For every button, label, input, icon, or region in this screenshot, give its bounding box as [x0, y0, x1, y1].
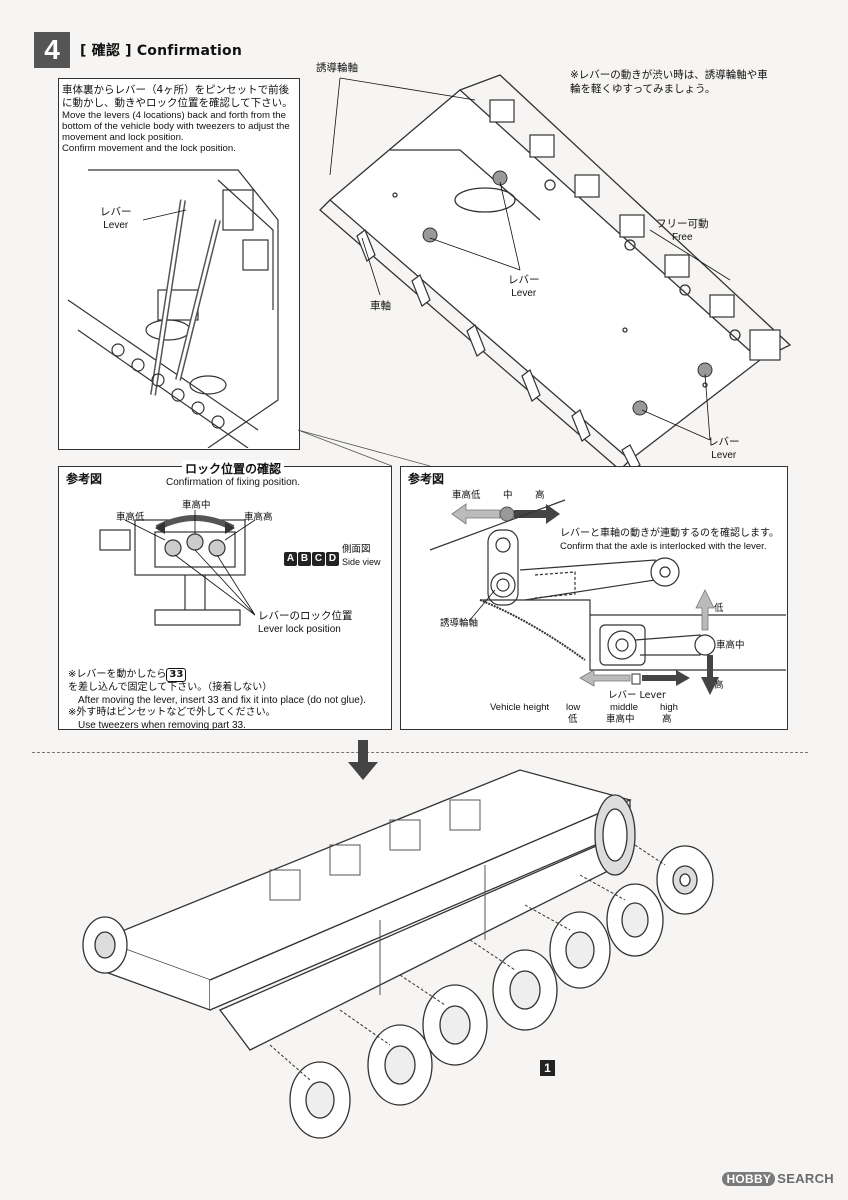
badge-c: C: [312, 552, 325, 566]
part-33-badge: 33: [166, 668, 187, 682]
instruction-inset-box: [58, 78, 300, 450]
ref-right-low: 車高低: [452, 490, 481, 501]
ref-left-title: ロック位置の確認 Confirmation of fixing position…: [158, 458, 308, 488]
closeup-lever-label: レバー Lever: [100, 206, 132, 232]
ref-left-low: 車高低: [116, 512, 145, 523]
reference-box-left: [58, 466, 392, 730]
watermark-text: SEARCH: [777, 1171, 834, 1186]
arrow-mid-label: 車高中: [716, 640, 745, 651]
instruction-en-2: Confirm movement and the lock position.: [62, 143, 236, 154]
closeup-lever-jp: レバー: [100, 206, 132, 218]
note2-en: Use tweezers when removing part 33.: [78, 719, 246, 731]
side-view-en: Side view: [342, 557, 381, 567]
interlock-diagram: [429, 499, 786, 695]
vh-mid-en: middle: [610, 702, 638, 713]
instruction-jp: 車体裏からレバー（4ヶ所）をピンセットで前後に動かし、動きやロック位置を確認して…: [62, 84, 293, 109]
free-jp: フリー可動: [656, 218, 709, 230]
ref-left-header: 参考図: [66, 472, 103, 486]
lever-lock-en: Lever lock position: [258, 624, 341, 635]
badge-b: B: [298, 552, 311, 566]
lever-label-right: レバー Lever: [708, 436, 740, 462]
axle-label: 車軸: [370, 300, 391, 312]
lock-position-diagram: [99, 510, 255, 626]
instruction-text: 車体裏からレバー（4ヶ所）をピンセットで前後に動かし、動きやロック位置を確認して…: [62, 84, 294, 154]
hull-underside-illustration: [319, 74, 792, 470]
side-view-label: 側面図 Side view: [342, 544, 381, 569]
lever-lock-jp: レバーのロック位置: [258, 610, 353, 622]
assembly-badge-1: 1: [540, 1060, 555, 1076]
step-number: 4: [34, 32, 70, 68]
vh-low-jp: 低: [568, 714, 578, 725]
step-title: [ 確認 ] Confirmation: [80, 43, 242, 59]
note1-en: After moving the lever, insert 33 and fi…: [78, 694, 366, 706]
vh-mid-jp: 車高中: [606, 714, 635, 725]
badge-a: A: [284, 552, 297, 566]
hull-with-wheels-illustration: [82, 769, 714, 1139]
badge-d: D: [326, 552, 339, 566]
interlock-jp: レバーと車軸の動きが連動するのを確認します。: [560, 528, 779, 539]
lever-lock-label: レバーのロック位置 Lever lock position: [258, 610, 353, 636]
vehicle-height-en: Vehicle height: [490, 702, 550, 713]
section-divider: [32, 752, 808, 753]
vh-low-en: low: [566, 702, 581, 713]
ref-right-idler: 誘導輪軸: [440, 618, 479, 629]
lever-bottom-label: レバー Lever: [608, 690, 666, 701]
ref-left-mid: 車高中: [182, 500, 211, 511]
down-arrow-icon: [348, 740, 378, 780]
lever-right-en: Lever: [711, 450, 737, 461]
ref-right-high: 高: [535, 490, 545, 501]
note2-jp: ※外す時はピンセットなどで外してください。: [68, 707, 276, 718]
arrow-high-label: 高: [714, 680, 724, 691]
idler-axle-label: 誘導輪軸: [316, 62, 358, 74]
side-view-jp: 側面図: [342, 544, 371, 555]
watermark-logo: HOBBY: [722, 1172, 776, 1186]
instruction-en-1: Move the levers (4 locations) back and f…: [62, 110, 290, 143]
ref-right-header: 参考図: [408, 472, 445, 486]
lever-label-center: レバー Lever: [508, 274, 540, 300]
ref-left-title-jp: ロック位置の確認: [181, 460, 284, 477]
interlock-en: Confirm that the axle is interlocked wit…: [560, 541, 767, 552]
closeup-illustration: [67, 169, 279, 448]
vh-high-jp: 高: [662, 714, 672, 725]
free-label: フリー可動 Free: [656, 218, 709, 244]
note-lever-stiff: ※レバーの動きが渋い時は、誘導輪軸や車輪を軽くゆすってみましょう。: [570, 69, 768, 95]
lever-center-en: Lever: [511, 288, 537, 299]
callout-connectors: [297, 429, 431, 467]
closeup-lever-en: Lever: [103, 220, 129, 231]
arrow-low-label: 低: [714, 603, 724, 614]
ref-left-high: 車高高: [244, 512, 273, 523]
ref-right-mid: 中: [503, 490, 513, 501]
interlock-text: レバーと車軸の動きが連動するのを確認します。 Confirm that the …: [560, 527, 790, 553]
free-en: Free: [671, 232, 693, 243]
lever-center-jp: レバー: [508, 274, 540, 286]
vh-high-en: high: [660, 702, 678, 713]
lever-right-jp: レバー: [708, 436, 740, 448]
ref-left-title-en: Confirmation of fixing position.: [166, 477, 300, 488]
